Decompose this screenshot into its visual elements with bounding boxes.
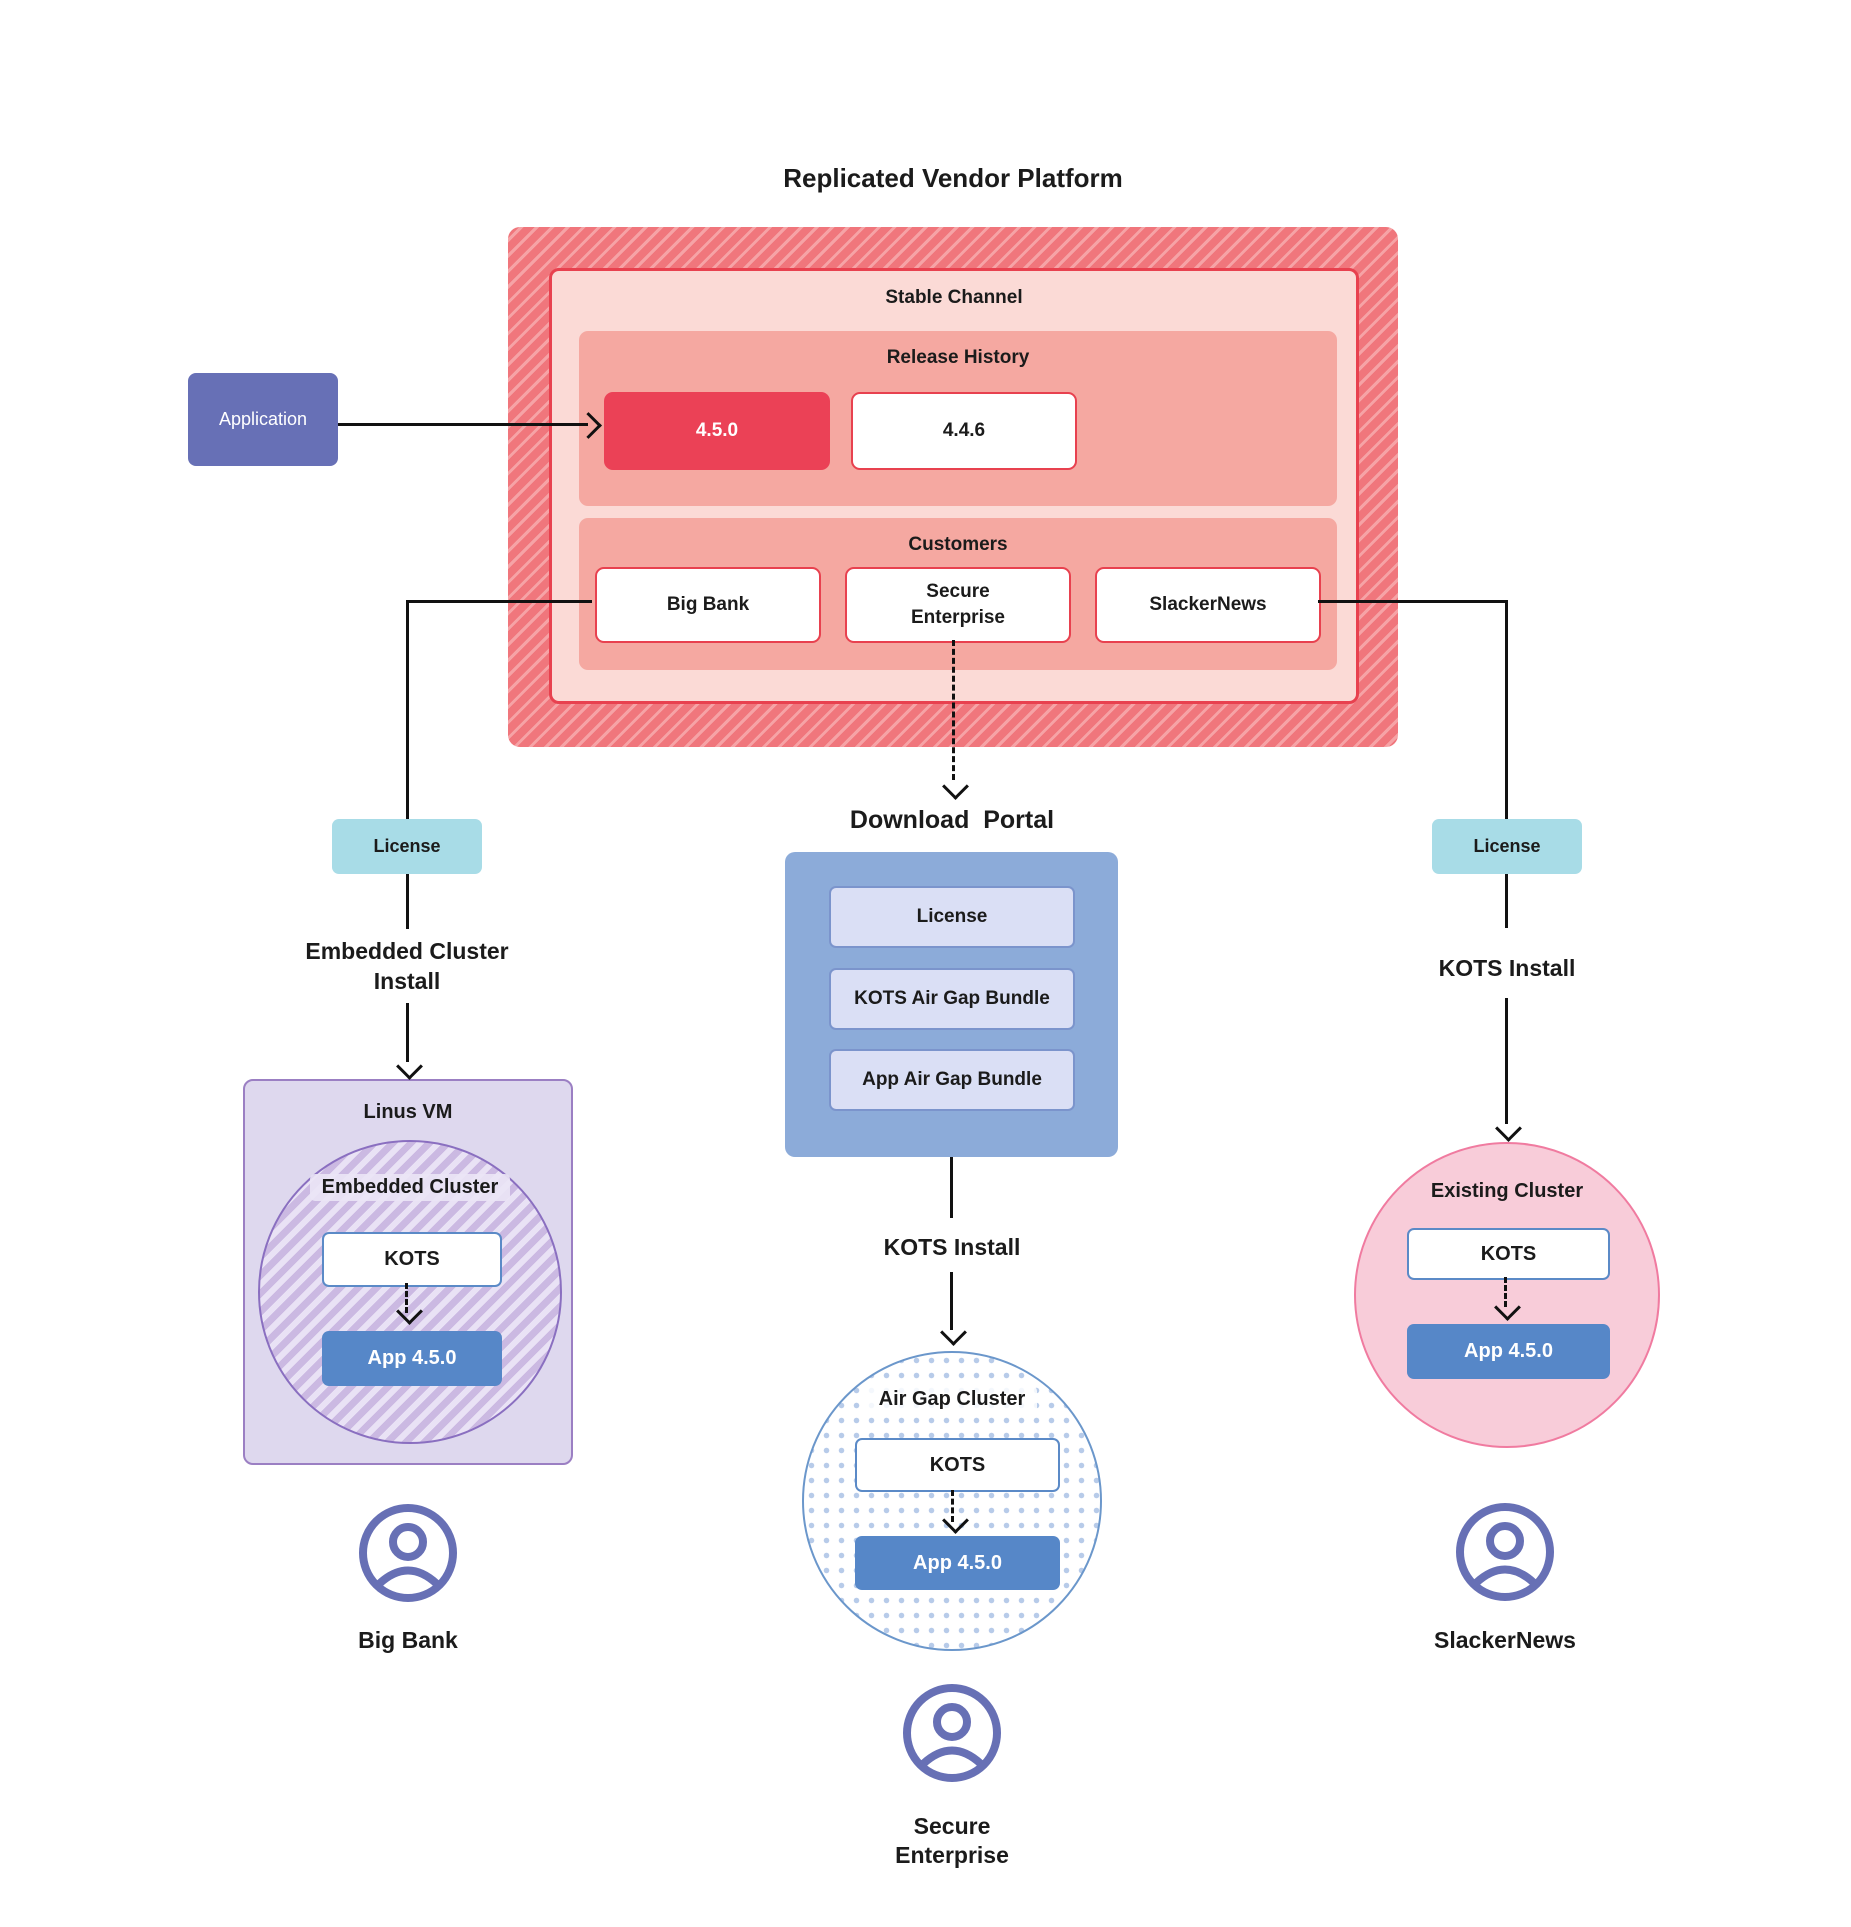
left-install-arrow-line [406,1003,409,1062]
big-bank-name: Big Bank [358,1627,458,1653]
application-arrow-line [338,423,588,426]
diagram-title: Replicated Vendor Platform [783,163,1123,193]
right-install-arrowhead-icon [1495,1115,1522,1142]
right-install-arrow-line [1505,998,1508,1124]
center-install-arrowhead-icon [940,1319,967,1346]
customer-secure-enterprise-box: Secure Enterprise [845,567,1071,643]
release-history-panel: Release History 4.5.0 4.4.6 [579,331,1337,506]
left-app-box: App 4.5.0 [322,1331,502,1386]
embedded-cluster-label: Embedded Cluster [260,1174,560,1201]
release-446-box: 4.4.6 [851,392,1077,470]
big-bank-person-icon [359,1504,457,1602]
stable-channel-label: Stable Channel [885,287,1023,308]
right-app-box: App 4.5.0 [1407,1324,1610,1379]
linus-vm-label: Linus VM [363,1101,453,1123]
left-license-line [406,874,409,929]
right-kots-box: KOTS [1407,1228,1610,1280]
customer-secure-enterprise-line2: Enterprise [911,607,1005,628]
portal-kots-bundle-box: KOTS Air Gap Bundle [829,968,1075,1030]
embedded-cluster-install-line1: Embedded Cluster [305,938,509,964]
center-app-box: App 4.5.0 [855,1536,1060,1590]
center-kots-install-label: KOTS Install [883,1234,1021,1260]
download-portal-title: Download Portal [849,806,1055,834]
existing-cluster-label: Existing Cluster [1430,1180,1584,1202]
right-license-line [1505,874,1508,928]
embedded-cluster-circle: Embedded Cluster KOTS App 4.5.0 [258,1140,562,1444]
left-connector-horizontal [407,600,592,603]
left-license-box: License [332,819,482,874]
right-connector-vertical [1505,600,1508,819]
secure-enterprise-portal-dash [952,640,955,780]
right-connector-horizontal [1318,600,1507,603]
portal-dash-arrowhead-icon [942,773,969,800]
download-portal-box: License KOTS Air Gap Bundle App Air Gap … [785,852,1118,1157]
slackernews-person-icon [1456,1503,1554,1601]
customer-secure-enterprise-line1: Secure [926,581,990,602]
slackernews-name: SlackerNews [1434,1627,1576,1653]
stable-channel-box: Stable Channel Release History 4.5.0 4.4… [549,268,1359,704]
center-kots-box: KOTS [855,1438,1060,1492]
secure-enterprise-person-icon [903,1684,1001,1782]
left-install-arrowhead-icon [396,1053,423,1080]
linus-vm-box: Linus VM Embedded Cluster KOTS App 4.5.0 [243,1079,573,1465]
air-gap-cluster-label: Air Gap Cluster [804,1386,1100,1413]
customers-panel: Customers Big Bank Secure Enterprise Sla… [579,518,1337,670]
right-license-box: License [1432,819,1582,874]
left-connector-vertical [406,600,409,819]
existing-cluster-circle: Existing Cluster KOTS App 4.5.0 [1354,1142,1660,1448]
right-kots-app-dash [1504,1277,1507,1307]
release-450-box: 4.5.0 [604,392,830,470]
embedded-cluster-install-line2: Install [373,968,441,994]
secure-enterprise-name-line2: Enterprise [895,1842,1009,1868]
left-kots-box: KOTS [322,1232,502,1287]
customers-label: Customers [908,534,1008,555]
left-kots-app-dash [405,1283,408,1313]
release-history-label: Release History [886,347,1030,368]
embedded-cluster-label-text: Embedded Cluster [309,1174,511,1201]
secure-enterprise-name-line1: Secure [913,1813,991,1839]
right-kots-install-label: KOTS Install [1438,955,1576,981]
center-kots-app-dash [951,1490,954,1522]
air-gap-cluster-label-text: Air Gap Cluster [866,1386,1038,1413]
vendor-platform-box: Stable Channel Release History 4.5.0 4.4… [508,227,1398,747]
application-box: Application [188,373,338,466]
center-install-line-lower [950,1272,953,1330]
center-install-line-upper [950,1157,953,1218]
customer-big-bank-box: Big Bank [595,567,821,643]
embedded-cluster-install-label: Embedded Cluster Install [297,936,517,996]
secure-enterprise-name: Secure Enterprise [852,1812,1052,1870]
portal-app-bundle-box: App Air Gap Bundle [829,1049,1075,1111]
portal-license-box: License [829,886,1075,948]
customer-slackernews-box: SlackerNews [1095,567,1321,643]
